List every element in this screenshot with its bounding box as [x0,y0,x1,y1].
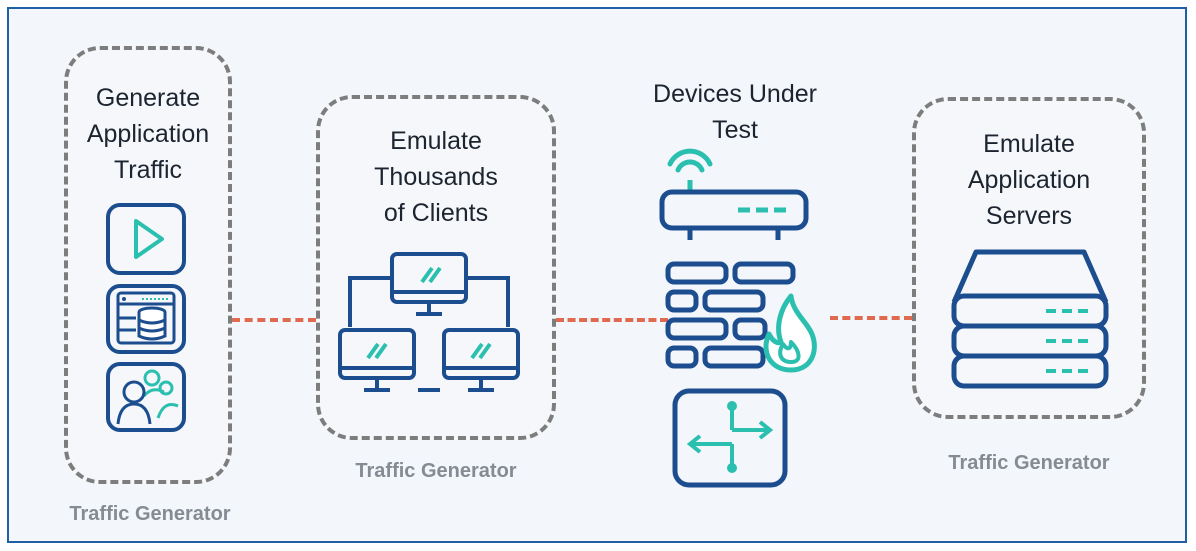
dut-title: Devices Under Test [630,76,840,148]
server-stack-icon [951,249,1109,389]
monitor-left [338,328,416,392]
title-line: Generate [95,84,201,112]
clients-box [316,95,556,440]
title-line: of Clients [383,199,489,227]
client-monitors-icon [338,252,520,392]
connector-1 [232,318,316,322]
connector-3 [830,316,912,320]
clients-caption: Traffic Generator [355,460,517,482]
title-line: Traffic [113,156,183,184]
clients-title: Emulate Thousands of Clients [316,123,556,231]
title-line: Test [712,116,758,144]
title-line: Application [86,120,210,148]
database-server-icon [106,284,186,354]
play-icon [106,203,186,275]
wifi-router-icon [659,148,809,240]
servers-caption: Traffic Generator [948,452,1110,474]
title-line: Application [967,166,1091,194]
servers-title: Emulate Application Servers [912,126,1146,234]
app-traffic-title: Generate Application Traffic [64,80,232,188]
title-line: Emulate [390,127,482,155]
firewall-icon [665,261,817,373]
monitor-top [390,252,468,316]
users-icon [106,362,186,432]
title-line: Thousands [374,163,498,191]
title-line: Devices Under [653,80,817,108]
app-traffic-caption: Traffic Generator [69,503,231,525]
title-line: Servers [985,202,1073,230]
connector-2 [556,318,668,322]
monitor-right [442,328,520,392]
network-switch-icon [672,388,788,488]
title-line: Emulate [983,130,1075,158]
